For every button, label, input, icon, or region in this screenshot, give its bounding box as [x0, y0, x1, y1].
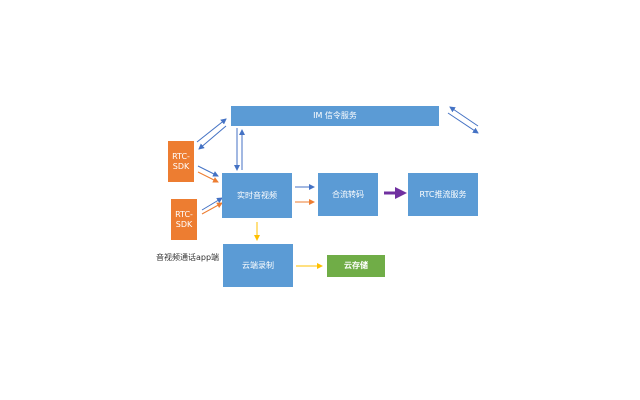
- arrow-im-to-push-a: [447, 112, 479, 134]
- cloud-storage-label: 云存储: [344, 261, 368, 271]
- im-signaling-service-label: IM 信令服务: [313, 111, 357, 121]
- rtc-sdk-bottom-label: RTC-SDK: [175, 210, 193, 229]
- cloud-recording: 云端录制: [223, 244, 293, 287]
- rtc-sdk-top-label: RTC-SDK: [172, 152, 190, 171]
- rtc-sdk-top: RTC-SDK: [168, 141, 194, 182]
- rtc-push-service: RTC推流服务: [408, 173, 478, 216]
- arrow-sdk-top-to-av-blue: [197, 165, 219, 177]
- arrow-sdk-to-im: [196, 118, 227, 143]
- arrow-sdk-bottom-to-av-blue: [201, 197, 223, 211]
- mix-transcode: 合流转码: [318, 173, 378, 216]
- im-signaling-service: IM 信令服务: [231, 106, 439, 126]
- cloud-recording-label: 云端录制: [242, 260, 274, 270]
- arrow-im-to-sdk: [198, 125, 227, 150]
- app-caption: 音视频通话app端: [156, 253, 220, 262]
- rtc-sdk-bottom: RTC-SDK: [171, 199, 197, 240]
- cloud-storage: 云存储: [327, 255, 385, 277]
- realtime-av-label: 实时音视频: [237, 190, 277, 200]
- rtc-push-service-label: RTC推流服务: [419, 189, 467, 199]
- arrow-sdk-top-to-av-orange: [197, 171, 219, 183]
- arrow-im-to-push-b: [449, 106, 479, 127]
- realtime-av: 实时音视频: [222, 173, 292, 218]
- arrow-sdk-bottom-to-av-orange: [201, 202, 223, 215]
- mix-transcode-label: 合流转码: [332, 189, 364, 199]
